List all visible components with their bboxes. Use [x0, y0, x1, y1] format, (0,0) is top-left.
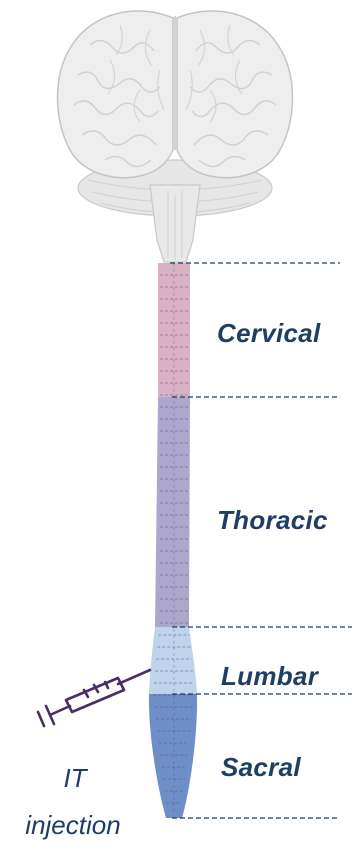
label-thoracic: Thoracic	[217, 505, 328, 536]
brain-illustration	[58, 11, 293, 262]
label-lumbar: Lumbar	[221, 661, 318, 692]
spinal-cord	[149, 263, 197, 818]
label-cervical: Cervical	[217, 318, 321, 349]
injection-label-line1: IT	[50, 763, 100, 794]
sacral-segment	[149, 694, 197, 818]
lumbar-segment	[149, 627, 197, 694]
syringe-icon	[38, 670, 150, 726]
injection-label-line2: injection	[8, 810, 138, 841]
label-sacral: Sacral	[221, 752, 301, 783]
